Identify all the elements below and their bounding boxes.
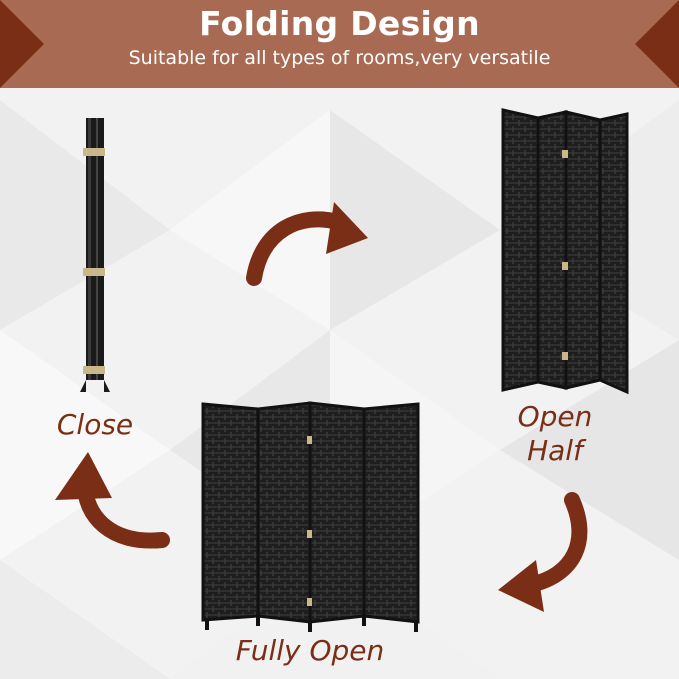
curved-arrow-icon	[498, 492, 588, 612]
folded-screen	[80, 118, 110, 392]
label-open-half-line1: Open	[517, 400, 593, 433]
banner-left-notch	[0, 0, 44, 88]
label-open-half: Open Half	[490, 400, 620, 468]
label-open-half-line2: Half	[527, 434, 583, 467]
banner-right-notch	[635, 0, 679, 88]
curved-arrow-icon	[246, 202, 368, 286]
label-fully-open: Fully Open	[235, 634, 385, 667]
fully-open-screen	[201, 401, 420, 632]
header-banner: Folding Design Suitable for all types of…	[0, 0, 679, 88]
page-title: Folding Design	[199, 4, 480, 43]
page-subtitle: Suitable for all types of rooms,very ver…	[128, 47, 551, 69]
curved-arrow-icon	[55, 452, 170, 549]
label-close: Close	[56, 408, 134, 441]
half-open-screen	[501, 108, 629, 395]
